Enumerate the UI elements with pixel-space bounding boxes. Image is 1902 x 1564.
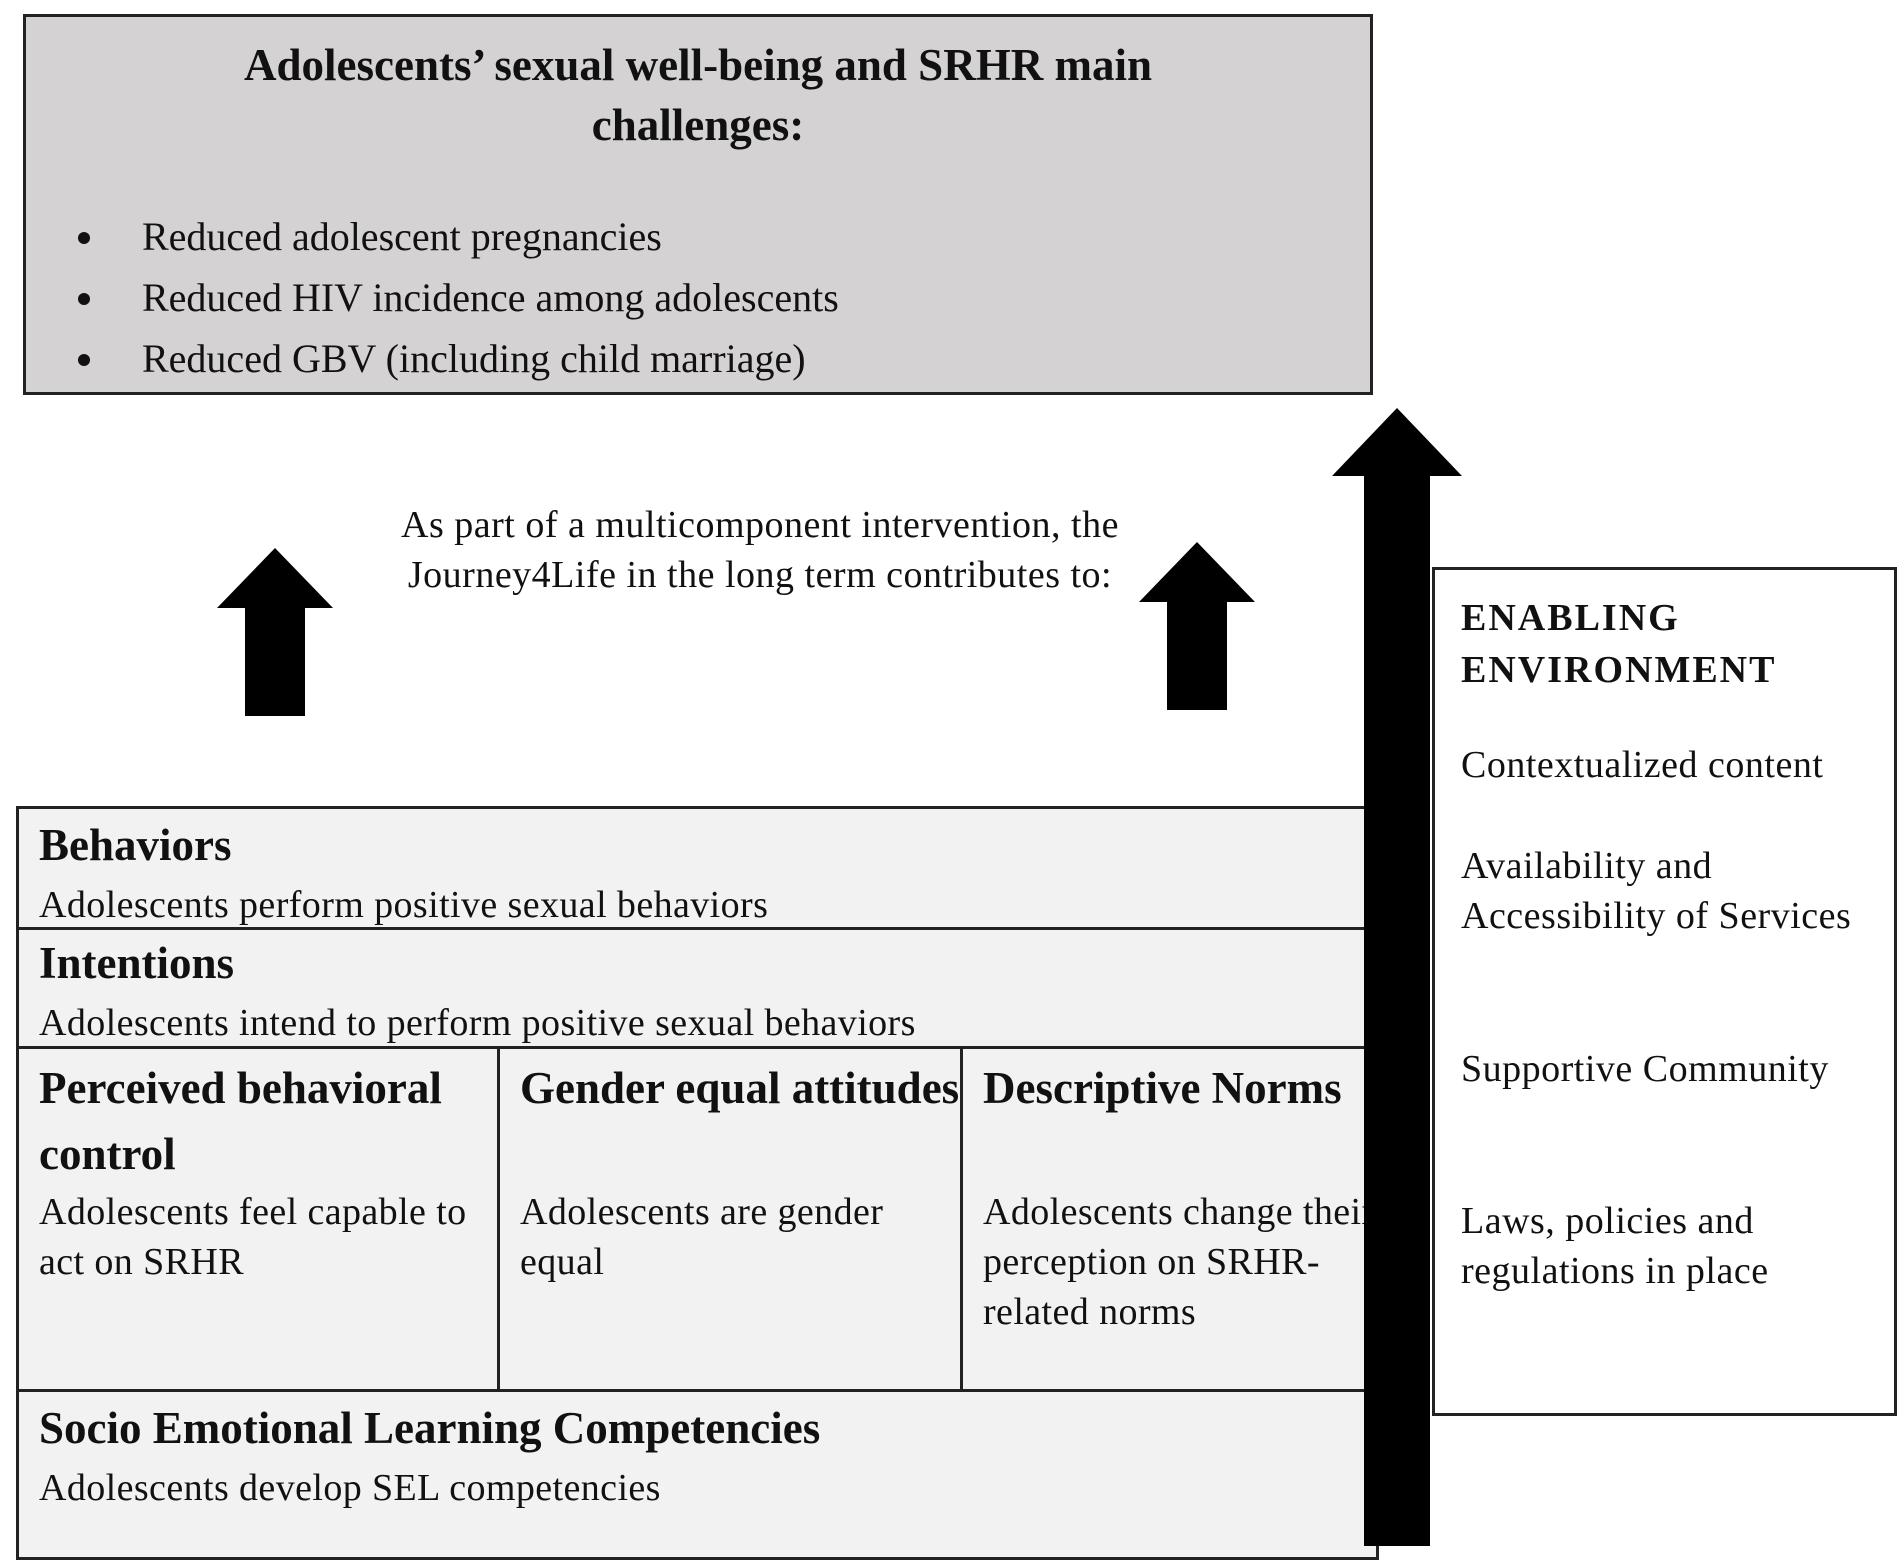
- enabling-item: Laws, policies and regulations in place: [1461, 1200, 1769, 1292]
- bullet-icon: [78, 353, 90, 366]
- gender-attitudes-text: Adolescents are gender equal: [520, 1191, 884, 1283]
- challenges-title: Adolescents’ sexual well-being and SRHR …: [244, 40, 1152, 150]
- descriptive-norms-text: Adolescents change their perception on S…: [983, 1191, 1375, 1333]
- enabling-arrow-icon: [1332, 408, 1462, 1546]
- bullet-icon: [78, 292, 90, 305]
- challenges-box: Adolescents’ sexual well-being and SRHR …: [23, 14, 1373, 395]
- enabling-item: Supportive Community: [1461, 1048, 1829, 1090]
- sel-box: Socio Emotional Learning Competencies Ad…: [16, 1389, 1379, 1560]
- challenge-item: Reduced GBV (including child marriage): [78, 329, 806, 389]
- enabling-environment-box: ENABLING ENVIRONMENT Contextualized cont…: [1432, 567, 1897, 1416]
- behaviors-title: Behaviors: [39, 820, 232, 870]
- intentions-text: Adolescents intend to perform positive s…: [39, 1002, 916, 1044]
- gender-attitudes-title: Gender equal attitudes: [520, 1063, 960, 1113]
- enabling-environment-title: ENABLING ENVIRONMENT: [1461, 597, 1777, 691]
- descriptive-norms-box: Descriptive Norms Adolescents change the…: [963, 1049, 1376, 1389]
- perceived-control-title: Perceived behavioral control: [39, 1063, 442, 1179]
- behaviors-text: Adolescents perform positive sexual beha…: [39, 884, 769, 926]
- perceived-control-box: Perceived behavioral control Adolescents…: [19, 1049, 500, 1389]
- sel-text: Adolescents develop SEL competencies: [39, 1467, 661, 1509]
- enabling-item: Availability and Accessibility of Servic…: [1461, 845, 1852, 937]
- up-arrow-icon: [1139, 542, 1255, 710]
- enabling-item: Contextualized content: [1461, 744, 1824, 786]
- descriptive-norms-title: Descriptive Norms: [983, 1063, 1342, 1113]
- behaviors-box: Behaviors Adolescents perform positive s…: [16, 806, 1379, 930]
- intentions-box: Intentions Adolescents intend to perform…: [16, 927, 1379, 1049]
- bullet-icon: [78, 231, 90, 244]
- outcome-stack: Behaviors Adolescents perform positive s…: [16, 806, 1379, 1560]
- challenge-item: Reduced adolescent pregnancies: [78, 207, 662, 267]
- up-arrow-icon: [217, 548, 333, 716]
- perceived-control-text: Adolescents feel capable to act on SRHR: [39, 1191, 467, 1283]
- intentions-title: Intentions: [39, 938, 235, 988]
- determinants-row: Perceived behavioral control Adolescents…: [16, 1046, 1379, 1392]
- sel-title: Socio Emotional Learning Competencies: [39, 1403, 821, 1453]
- gender-attitudes-box: Gender equal attitudes Adolescents are g…: [500, 1049, 963, 1389]
- challenge-item: Reduced HIV incidence among adolescents: [78, 268, 839, 328]
- intervention-caption: As part of a multicomponent intervention…: [401, 504, 1119, 596]
